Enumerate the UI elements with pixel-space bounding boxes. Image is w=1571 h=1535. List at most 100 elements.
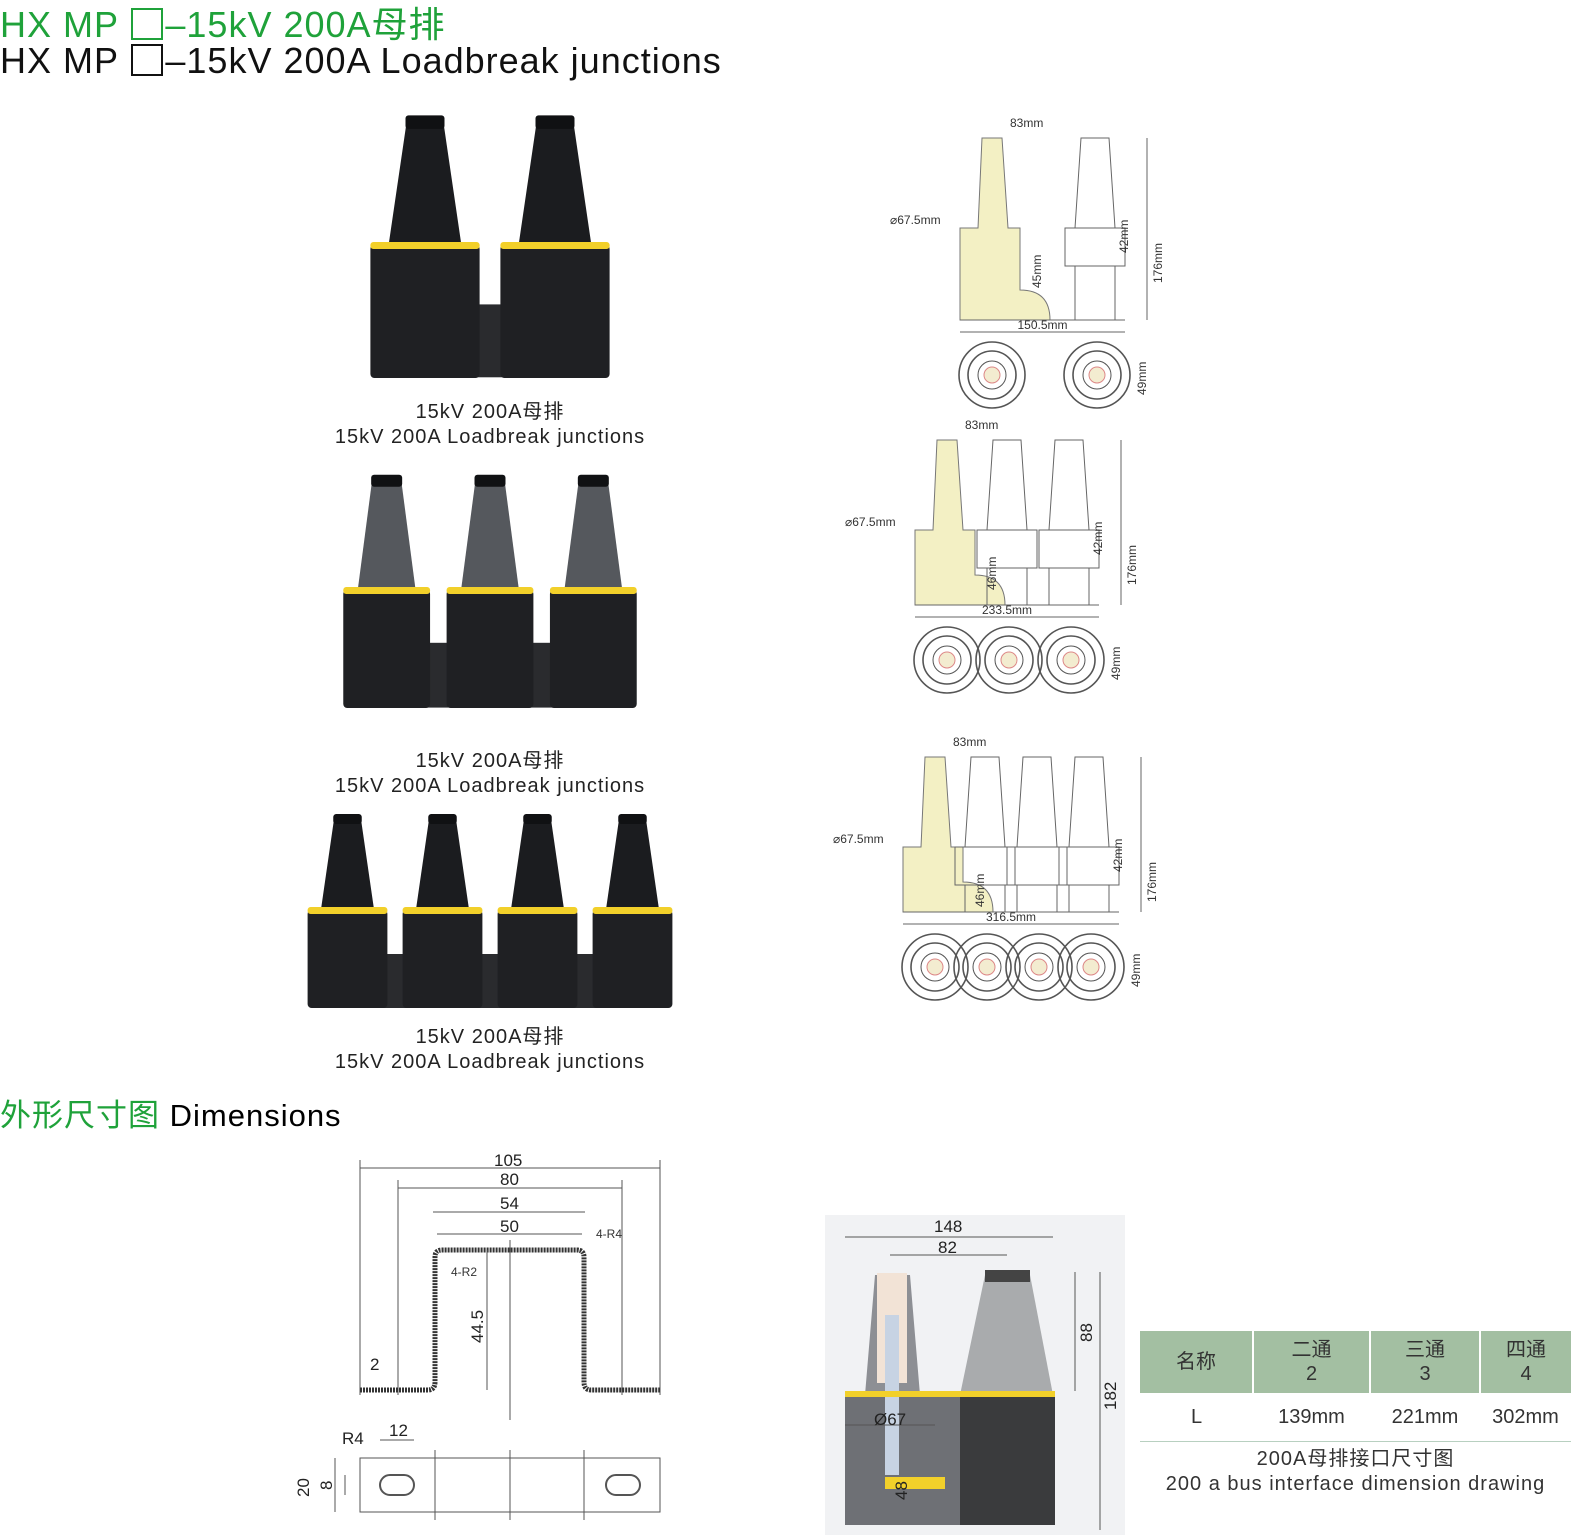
table-row: L 139mm 221mm 302mm bbox=[1140, 1393, 1571, 1442]
dim-h2: 42mm bbox=[1111, 838, 1125, 872]
dim-diameter: ⌀67.5mm bbox=[890, 213, 941, 227]
bushing-outline bbox=[1048, 439, 1090, 531]
dim-20: 20 bbox=[294, 1478, 313, 1497]
bushing-flange bbox=[1006, 846, 1068, 886]
product-photo-2way bbox=[370, 115, 610, 378]
bushing-body bbox=[402, 910, 483, 1008]
product-base bbox=[338, 954, 642, 1008]
bushing-cap bbox=[333, 814, 362, 824]
bushing-body bbox=[549, 590, 637, 708]
bushing-cone bbox=[518, 120, 592, 245]
dim-pitch: 83mm bbox=[953, 735, 987, 749]
top-view-circle bbox=[1088, 366, 1106, 384]
bushing-cone bbox=[461, 479, 519, 590]
cross-section-photo bbox=[825, 1215, 1125, 1535]
top-view-circle bbox=[901, 933, 969, 1001]
bushing-cap bbox=[405, 115, 445, 129]
dim-48: 48 bbox=[892, 1481, 911, 1500]
dim-top-view: 49mm bbox=[1135, 361, 1149, 395]
dim-80: 80 bbox=[500, 1170, 519, 1189]
dim-4-r4: 4-R4 bbox=[596, 1227, 623, 1241]
top-view-circle bbox=[962, 942, 1012, 992]
yellow-ring bbox=[343, 587, 431, 594]
yellow-ring bbox=[402, 907, 483, 914]
bushing-body bbox=[592, 910, 673, 1008]
drawing-svg bbox=[913, 439, 1122, 694]
top-view-circle bbox=[977, 360, 1007, 390]
top-view-circle bbox=[1076, 952, 1106, 982]
bushing-outline bbox=[1074, 137, 1116, 229]
top-view-circle bbox=[1046, 635, 1096, 685]
yellow-ring bbox=[370, 242, 480, 249]
bushing-body bbox=[343, 590, 431, 708]
bushing-body bbox=[307, 910, 388, 1008]
top-view-circle bbox=[958, 341, 1026, 409]
dim-height: 176mm bbox=[1145, 861, 1159, 902]
top-view-circle bbox=[953, 933, 1021, 1001]
bushing-cone bbox=[605, 818, 660, 910]
header-name: 名称 bbox=[1140, 1331, 1253, 1393]
dim-8: 8 bbox=[317, 1480, 336, 1490]
bushing-flange bbox=[954, 846, 1016, 886]
top-view-circle bbox=[1082, 958, 1100, 976]
bushing-outline bbox=[964, 756, 1006, 848]
drawing-svg bbox=[901, 756, 1142, 1001]
top-view-circle bbox=[1005, 933, 1073, 1001]
top-view-circle bbox=[978, 958, 996, 976]
bushing-outline bbox=[1068, 756, 1110, 848]
dim-r4: R4 bbox=[342, 1429, 364, 1448]
product-photo-3way bbox=[343, 474, 637, 708]
drawing-svg bbox=[958, 137, 1148, 409]
bushing-cone bbox=[357, 479, 416, 590]
top-view-circle bbox=[1000, 651, 1018, 669]
bushing-body bbox=[500, 245, 610, 378]
top-view-circle bbox=[975, 626, 1043, 694]
bushing-body bbox=[370, 245, 480, 378]
title-en: HX MP –15kV 200A Loadbreak junctions bbox=[0, 40, 722, 81]
dim-h1: 46mm bbox=[973, 873, 987, 907]
top-view-circle bbox=[1062, 651, 1080, 669]
dim-pitch: 83mm bbox=[965, 418, 999, 432]
title-cn: HX MP –15kV 200A母排 bbox=[0, 4, 446, 45]
dim-diameter-67: Ø67 bbox=[874, 1410, 907, 1429]
bushing-cone bbox=[510, 818, 565, 910]
bushing-flange bbox=[1064, 227, 1126, 267]
top-view-circle bbox=[938, 651, 956, 669]
dim-height: 176mm bbox=[1125, 544, 1139, 585]
dim-length: 233.5mm bbox=[982, 603, 1033, 617]
top-view-circle bbox=[1072, 350, 1122, 400]
dim-182: 182 bbox=[1101, 1381, 1120, 1410]
dim-50: 50 bbox=[500, 1217, 519, 1236]
top-view-circle bbox=[932, 645, 962, 675]
dim-105: 105 bbox=[494, 1151, 523, 1170]
top-view-circle bbox=[1066, 942, 1116, 992]
top-view-circle bbox=[1014, 942, 1064, 992]
dim-diameter: ⌀67.5mm bbox=[833, 832, 884, 846]
dim-top-view: 49mm bbox=[1129, 953, 1143, 987]
dim-diameter: ⌀67.5mm bbox=[845, 515, 896, 529]
top-view-circle bbox=[913, 626, 981, 694]
top-view-circle bbox=[994, 645, 1024, 675]
top-view-circle bbox=[910, 942, 960, 992]
bushing-cone bbox=[564, 479, 623, 590]
bushing-cap bbox=[371, 474, 403, 487]
top-view-circle bbox=[926, 958, 944, 976]
table-cell: 221mm bbox=[1370, 1393, 1480, 1442]
bushing-cone bbox=[388, 120, 462, 245]
top-view-circle bbox=[1037, 626, 1105, 694]
top-view-circle bbox=[1056, 645, 1086, 675]
product-photo-4way bbox=[307, 814, 673, 1008]
top-view-circle bbox=[984, 635, 1034, 685]
checkbox-placeholder-icon bbox=[131, 44, 164, 76]
dim-pitch: 83mm bbox=[1010, 116, 1044, 130]
top-view-circle bbox=[1030, 958, 1048, 976]
